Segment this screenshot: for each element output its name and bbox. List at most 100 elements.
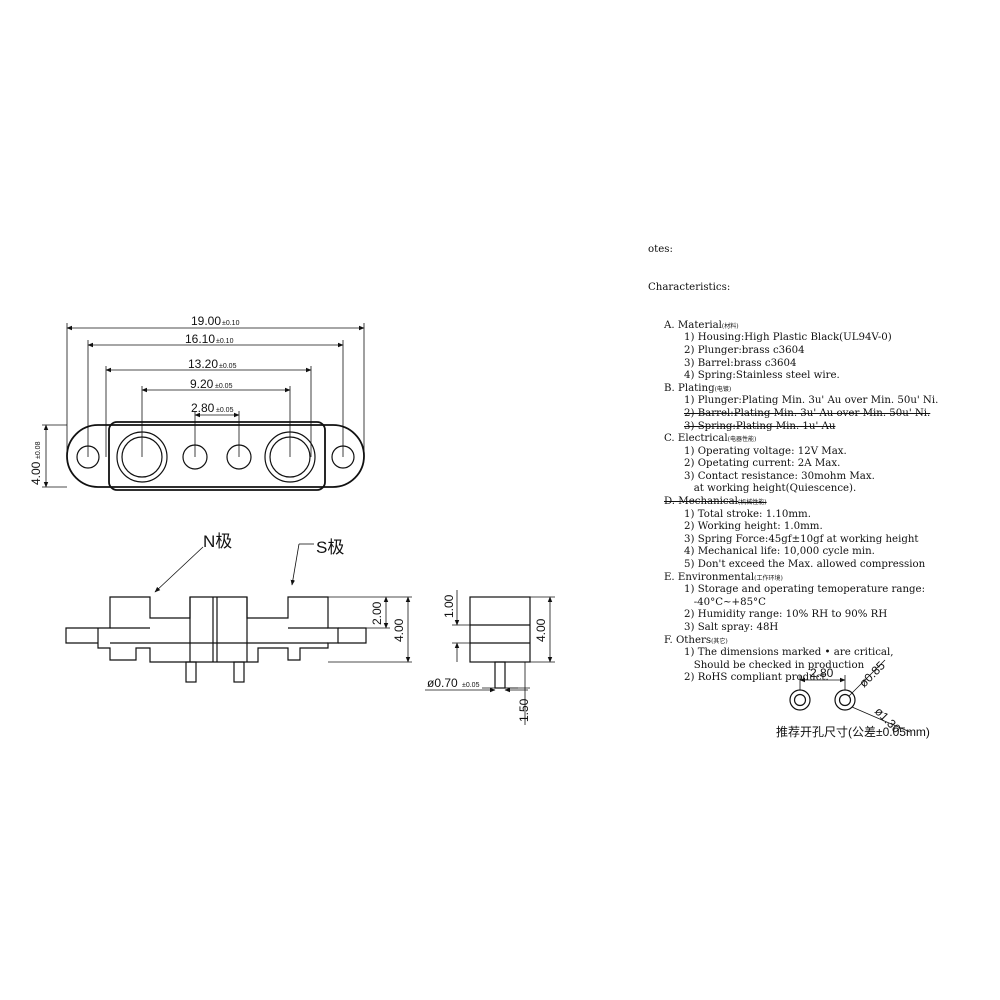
notes-section-title: A. Material(材料) (648, 320, 993, 333)
notes-item: 1) Plunger:Plating Min. 3u' Au over Min.… (648, 395, 993, 408)
pcb-hole-left-inner (793, 693, 807, 707)
notes-item: 2) Working height: 1.0mm. (648, 521, 993, 534)
notes-item: 3) Barrel:brass c3604 (648, 358, 993, 371)
pcb-hole-right-inner (838, 693, 852, 707)
notes-item: 2) Humidity range: 10% RH to 90% RH (648, 609, 993, 622)
dim-9-value: 9.20 (190, 377, 214, 391)
section-title-sub: (工作环境) (754, 574, 783, 582)
notes-item: 1) Storage and operating temoperature ra… (648, 584, 993, 597)
notes-section-title: C. Electrical(电器性能) (648, 433, 993, 446)
notes-sections: A. Material(材料)1) Housing:High Plastic B… (648, 320, 993, 685)
notes-heading: otes: (648, 244, 673, 256)
section-title-sub: (机械性能) (737, 499, 767, 507)
notes-item: 1) Operating voltage: 12V Max. (648, 446, 993, 459)
pin-left (185, 661, 197, 683)
notes-item-text: Should be checked in production (684, 659, 865, 671)
section-title-sub: (其它) (711, 637, 728, 645)
section-title-text: C. Electrical (664, 433, 728, 445)
notes-item: 3) Salt spray: 48H (648, 622, 993, 635)
section-title-text: E. Environmental (664, 571, 755, 583)
section-title-sub: (电镀) (714, 385, 732, 393)
notes-section-title: F. Others(其它) (648, 635, 993, 648)
notes-item-text: 2) Opetating current: 2A Max. (684, 458, 841, 470)
dim-13-tol: ±0.05 (219, 363, 237, 370)
pin-dia-tol: ±0.05 (462, 682, 480, 689)
notes-item-text: 1) Housing:High Plastic Black(UL94V-0) (684, 332, 892, 344)
notes-item: 2) Plunger:brass c3604 (648, 345, 993, 358)
notes-item: 2) RoHS compliant product. (648, 672, 993, 685)
notes-item-text: 1) Plunger:Plating Min. 3u' Au over Min.… (684, 395, 939, 407)
notes-item: -40°C~+85°C (648, 597, 993, 610)
section-title-text: F. Others (664, 634, 712, 646)
section-title-text: D. Mechanical (664, 496, 738, 508)
side-view: 1.00 4.00 ø0.70 ±0.05 1.50 (425, 590, 555, 725)
notes-item: 3) Contact resistance: 30mohm Max. (648, 471, 993, 484)
notes-item-text: 3) Contact resistance: 30mohm Max. (684, 470, 875, 482)
notes-section-title: D. Mechanical(机械性能) (648, 496, 993, 509)
notes-item-text: 1) Storage and operating temoperature ra… (684, 584, 926, 596)
notes-item-text: 5) Don't exceed the Max. allowed compres… (684, 559, 926, 571)
side-housing (469, 596, 531, 663)
housing-center-block (108, 421, 326, 491)
dim-19-tol: ±0.10 (222, 320, 240, 327)
notes-item-text: 1) The dimensions marked • are critical, (684, 647, 894, 659)
notes-item-text: 3) Salt spray: 48H (684, 622, 779, 633)
dim-2-80-value: 2.80 (191, 401, 215, 415)
front-view: N极 S极 2.00 4.00 (65, 532, 412, 683)
dim-height-tol: ±0.08 (35, 441, 42, 459)
notes-item-text: 3) Spring Force:45gf±10gf at working hei… (684, 533, 919, 545)
section-title-sub: (材料) (721, 322, 739, 330)
dim-16-value: 16.10 (185, 332, 215, 346)
notes-item: at working height(Quiescence). (648, 483, 993, 496)
pin-right (233, 661, 245, 683)
notes-item-text: 4) Spring:Stainless steel wire. (684, 370, 840, 382)
pin-dia-value: ø0.70 (427, 676, 458, 690)
notes-section-title: E. Environmental(工作环境) (648, 572, 993, 585)
notes-item-text: -40°C~+85°C (684, 596, 766, 608)
characteristics-heading: Characteristics: (648, 281, 731, 293)
notes-item: 4) Spring:Stainless steel wire. (648, 370, 993, 383)
dim-9-tol: ±0.05 (215, 383, 233, 390)
top-view: 19.00 ±0.10 16.10 ±0.10 13.20 ±0.05 9.20… (29, 314, 365, 491)
notes-item: 5) Don't exceed the Max. allowed compres… (648, 559, 993, 572)
notes-item: 2) Opetating current: 2A Max. (648, 458, 993, 471)
dim-2-80-tol: ±0.05 (216, 407, 234, 414)
housing-outline-top (66, 424, 365, 488)
side-dim-1: 1.00 (442, 594, 456, 618)
side-dim-4: 4.00 (534, 618, 548, 642)
notes-item-text: 2) Humidity range: 10% RH to 90% RH (684, 609, 888, 621)
notes-item-text: 3) Barrel:brass c3604 (684, 357, 797, 369)
notes-item-text: 2) Barrel:Plating Min. 3u' Au over Min. … (684, 407, 931, 419)
side-pin (494, 661, 506, 689)
housing-outline-front (65, 596, 339, 663)
notes-item: 1) The dimensions marked • are critical, (648, 647, 993, 660)
notes-item: 1) Housing:High Plastic Black(UL94V-0) (648, 332, 993, 345)
notes-item-text: 2) Plunger:brass c3604 (684, 344, 805, 356)
front-dim-4: 4.00 (392, 618, 406, 642)
notes-item: 3) Spring:Plating Min. 1u' Au (648, 421, 993, 434)
pcb-pitch: 2.80 (810, 666, 834, 680)
dim-19-value: 19.00 (191, 314, 221, 328)
notes-item-text: 4) Mechanical life: 10,000 cycle min. (684, 546, 875, 558)
notes-item: Should be checked in production (648, 660, 993, 673)
notes-item: 1) Total stroke: 1.10mm. (648, 509, 993, 522)
notes-section-title: B. Plating(电镀) (648, 383, 993, 396)
pcb-caption: 推荐开孔尺寸(公差±0.05mm) (776, 725, 930, 739)
notes-item: 3) Spring Force:45gf±10gf at working hei… (648, 534, 993, 547)
front-dim-2: 2.00 (370, 601, 384, 625)
n-pole-label: N极 (203, 532, 232, 551)
section-title-sub: (电器性能) (727, 436, 757, 444)
notes-item: 2) Barrel:Plating Min. 3u' Au over Min. … (648, 408, 993, 421)
pin-len: 1.50 (517, 698, 531, 722)
notes-item-text: at working height(Quiescence). (684, 483, 857, 495)
notes-item-text: 1) Total stroke: 1.10mm. (684, 508, 811, 520)
section-title-text: B. Plating (664, 382, 715, 394)
dim-16-tol: ±0.10 (216, 338, 234, 345)
section-title-text: A. Material (664, 319, 722, 331)
notes-item: 4) Mechanical life: 10,000 cycle min. (648, 546, 993, 559)
s-pole-label: S极 (316, 538, 344, 557)
notes-item-text: 3) Spring:Plating Min. 1u' Au (684, 420, 836, 432)
notes-item-text: 2) Working height: 1.0mm. (684, 521, 823, 533)
notes-block: otes: Characteristics: A. Material(材料)1)… (648, 219, 993, 698)
